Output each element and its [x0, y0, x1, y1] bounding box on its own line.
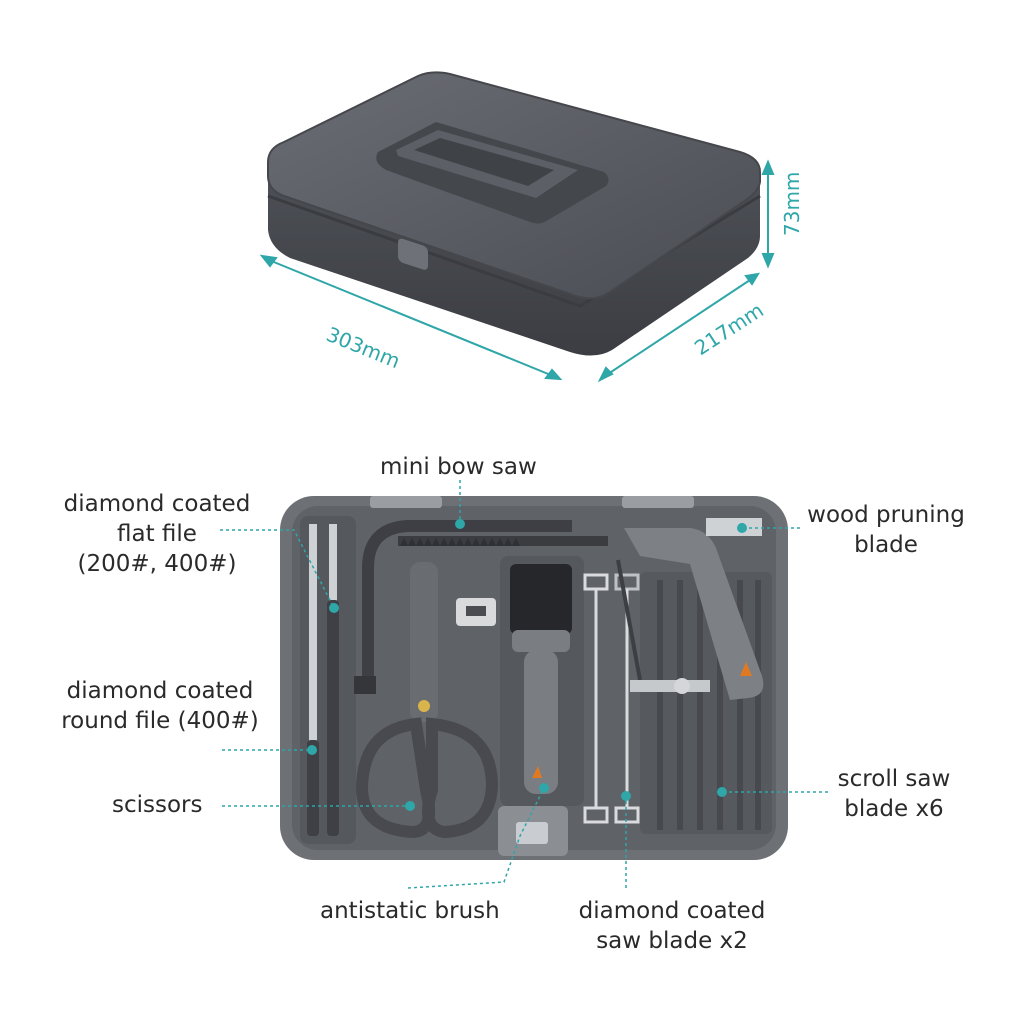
- label-saw-blade-line1: diamond coated: [578, 898, 766, 924]
- saw-blades: [583, 573, 640, 824]
- bow-saw: [354, 520, 608, 694]
- label-antistatic-brush: antistatic brush: [320, 898, 500, 924]
- label-flat-file-line2: flat file: [117, 521, 197, 547]
- label-flat-file-line1: diamond coated: [63, 491, 251, 517]
- label-scroll-line2: blade x6: [844, 796, 944, 822]
- label-pruning-line1: wood pruning: [807, 502, 965, 528]
- label-scroll-saw-blade: scroll saw blade x6: [832, 764, 956, 824]
- closed-case: [267, 71, 761, 356]
- label-round-file-line2: round file (400#): [61, 708, 259, 734]
- open-tray: [280, 496, 788, 860]
- label-saw-blade-line2: saw blade x2: [596, 928, 748, 954]
- leader-dots: [307, 519, 747, 811]
- label-flat-file-line3: (200#, 400#): [77, 551, 237, 577]
- antistatic-brush: [510, 564, 572, 794]
- label-scissors: scissors: [112, 792, 203, 818]
- label-round-file-line1: diamond coated: [66, 678, 254, 704]
- label-mini-bow-saw: mini bow saw: [380, 454, 537, 480]
- dimension-lines: [259, 159, 775, 383]
- label-scroll-line1: scroll saw: [837, 766, 951, 792]
- label-pruning-line2: blade: [854, 532, 918, 558]
- label-round-file: diamond coated round file (400#): [52, 676, 268, 736]
- flat-files: [307, 524, 339, 836]
- leader-lines: [220, 480, 828, 889]
- height-dimension: 73mm: [780, 171, 804, 236]
- label-saw-blade: diamond coated saw blade x2: [566, 896, 778, 956]
- label-flat-file: diamond coated flat file (200#, 400#): [52, 489, 262, 579]
- label-wood-pruning-blade: wood pruning blade: [800, 500, 972, 560]
- scissors: [355, 562, 499, 839]
